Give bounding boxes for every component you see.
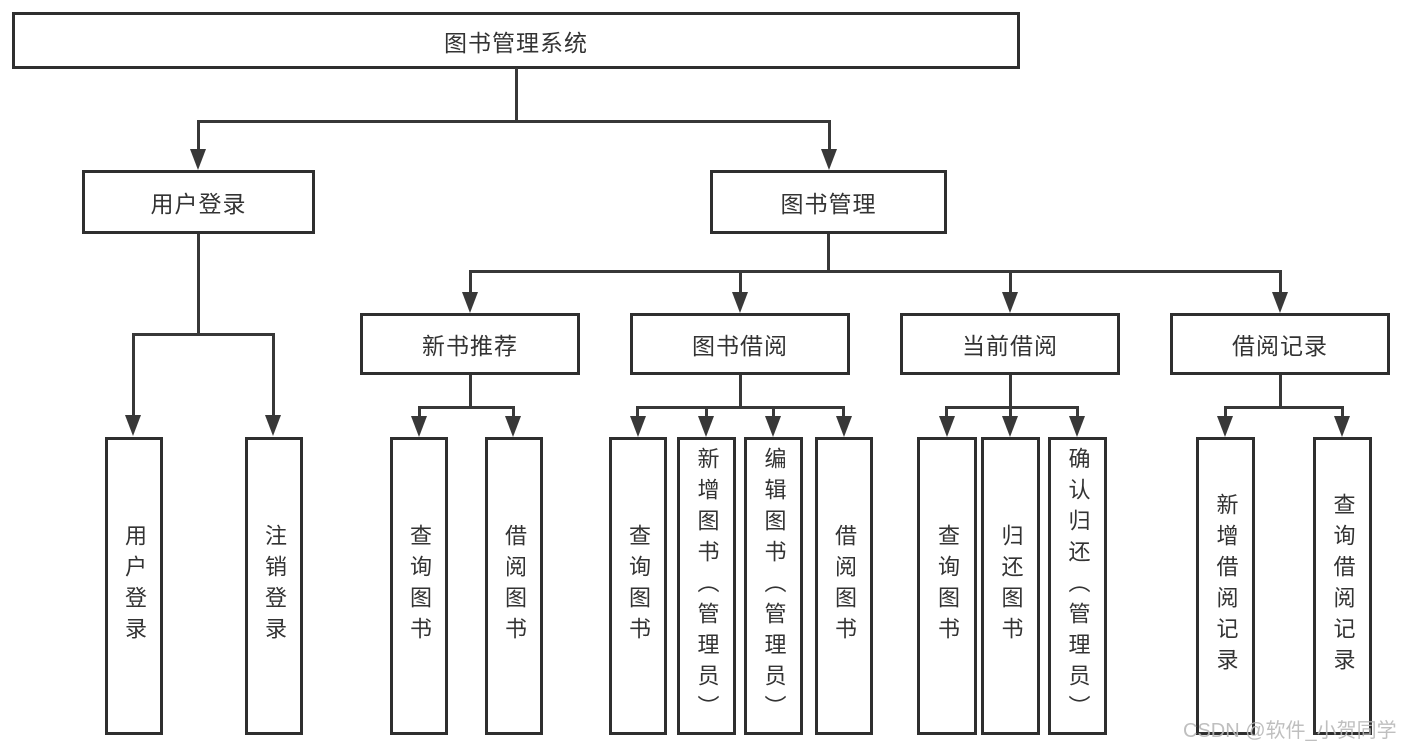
node-label: 查询图书 <box>935 524 960 648</box>
arrowhead-down-icon <box>698 416 714 437</box>
node-label: 确认归还（管理员） <box>1065 446 1091 726</box>
arrowhead-down-icon <box>1069 416 1085 437</box>
leaf-current-query-books: 查询图书 <box>917 437 977 735</box>
arrowhead-down-icon <box>411 416 427 437</box>
node-new-book-recommend: 新书推荐 <box>360 313 580 375</box>
connector-line <box>842 406 845 420</box>
connector-line <box>515 68 518 122</box>
connector-line <box>197 120 831 123</box>
connector-line <box>945 406 948 420</box>
node-label: 编辑图书（管理员） <box>761 446 787 726</box>
leaf-records-query-record: 查询借阅记录 <box>1313 437 1372 735</box>
leaf-borrowing-borrow-books: 借阅图书 <box>815 437 873 735</box>
connector-line <box>827 234 830 272</box>
leaf-borrowing-query-books: 查询图书 <box>609 437 667 735</box>
connector-line <box>272 333 275 417</box>
node-label: 查询图书 <box>407 524 432 648</box>
node-current-borrowing: 当前借阅 <box>900 313 1120 375</box>
arrowhead-down-icon <box>1334 416 1350 437</box>
node-label: 查询借阅记录 <box>1330 493 1356 679</box>
connector-line <box>1224 406 1227 420</box>
connector-line <box>512 406 515 420</box>
node-root-library-system: 图书管理系统 <box>12 12 1020 69</box>
leaf-current-confirm-return-admin: 确认归还（管理员） <box>1048 437 1107 735</box>
leaf-recommend-borrow-books: 借阅图书 <box>485 437 543 735</box>
connector-line <box>1224 406 1343 409</box>
connector-line <box>418 406 421 420</box>
connector-line <box>1009 375 1012 408</box>
connector-line <box>469 270 1282 273</box>
arrowhead-down-icon <box>1002 416 1018 437</box>
node-label: 新增借阅记录 <box>1213 493 1239 679</box>
connector-line <box>739 270 742 294</box>
leaf-logout: 注销登录 <box>245 437 303 735</box>
connector-line <box>132 333 135 417</box>
arrowhead-down-icon <box>732 292 748 313</box>
connector-line <box>946 406 1078 409</box>
arrowhead-down-icon <box>462 292 478 313</box>
node-label: 用户登录 <box>122 524 147 648</box>
leaf-borrowing-add-books-admin: 新增图书（管理员） <box>677 437 736 735</box>
arrowhead-down-icon <box>821 149 837 170</box>
connector-line <box>197 120 200 152</box>
connector-line <box>772 406 775 420</box>
connector-line <box>132 333 275 336</box>
connector-line <box>828 120 831 152</box>
leaf-current-return-books: 归还图书 <box>981 437 1040 735</box>
arrowhead-down-icon <box>1217 416 1233 437</box>
arrowhead-down-icon <box>505 416 521 437</box>
connector-line <box>1009 270 1012 294</box>
connector-line <box>1279 375 1282 408</box>
node-label: 用户登录 <box>150 191 247 217</box>
node-label: 查询图书 <box>626 524 651 648</box>
node-book-management: 图书管理 <box>710 170 947 234</box>
arrowhead-down-icon <box>765 416 781 437</box>
node-label: 借阅图书 <box>502 524 527 648</box>
connector-line <box>469 270 472 294</box>
node-label: 借阅记录 <box>1232 333 1328 359</box>
arrowhead-down-icon <box>939 416 955 437</box>
connector-line <box>705 406 708 420</box>
arrowhead-down-icon <box>836 416 852 437</box>
connector-line <box>1279 270 1282 294</box>
node-label: 图书管理系统 <box>444 29 588 56</box>
node-label: 注销登录 <box>262 524 287 648</box>
leaf-user-login: 用户登录 <box>105 437 163 735</box>
arrowhead-down-icon <box>125 415 141 436</box>
node-label: 当前借阅 <box>962 333 1058 359</box>
node-label: 图书借阅 <box>692 333 788 359</box>
connector-line <box>739 375 742 408</box>
node-user-login: 用户登录 <box>82 170 315 234</box>
leaf-borrowing-edit-books-admin: 编辑图书（管理员） <box>744 437 803 735</box>
leaf-recommend-query-books: 查询图书 <box>390 437 448 735</box>
connector-line <box>1009 406 1012 420</box>
node-label: 归还图书 <box>998 524 1024 648</box>
node-label: 图书管理 <box>780 191 877 217</box>
arrowhead-down-icon <box>190 149 206 170</box>
arrowhead-down-icon <box>1272 292 1288 313</box>
arrowhead-down-icon <box>630 416 646 437</box>
leaf-records-add-record: 新增借阅记录 <box>1196 437 1255 735</box>
arrowhead-down-icon <box>1002 292 1018 313</box>
node-book-borrowing: 图书借阅 <box>630 313 850 375</box>
connector-line <box>1076 406 1079 420</box>
connector-line <box>469 375 472 408</box>
node-borrowing-records: 借阅记录 <box>1170 313 1390 375</box>
node-label: 新增图书（管理员） <box>694 446 720 726</box>
connector-line <box>637 406 845 409</box>
csdn-watermark: CSDN @软件_小贺同学 <box>1183 720 1397 742</box>
connector-line <box>418 406 515 409</box>
connector-line <box>1341 406 1344 420</box>
node-label: 借阅图书 <box>832 524 857 648</box>
node-label: 新书推荐 <box>422 333 518 359</box>
arrowhead-down-icon <box>265 415 281 436</box>
connector-line <box>197 234 200 335</box>
connector-line <box>636 406 639 420</box>
